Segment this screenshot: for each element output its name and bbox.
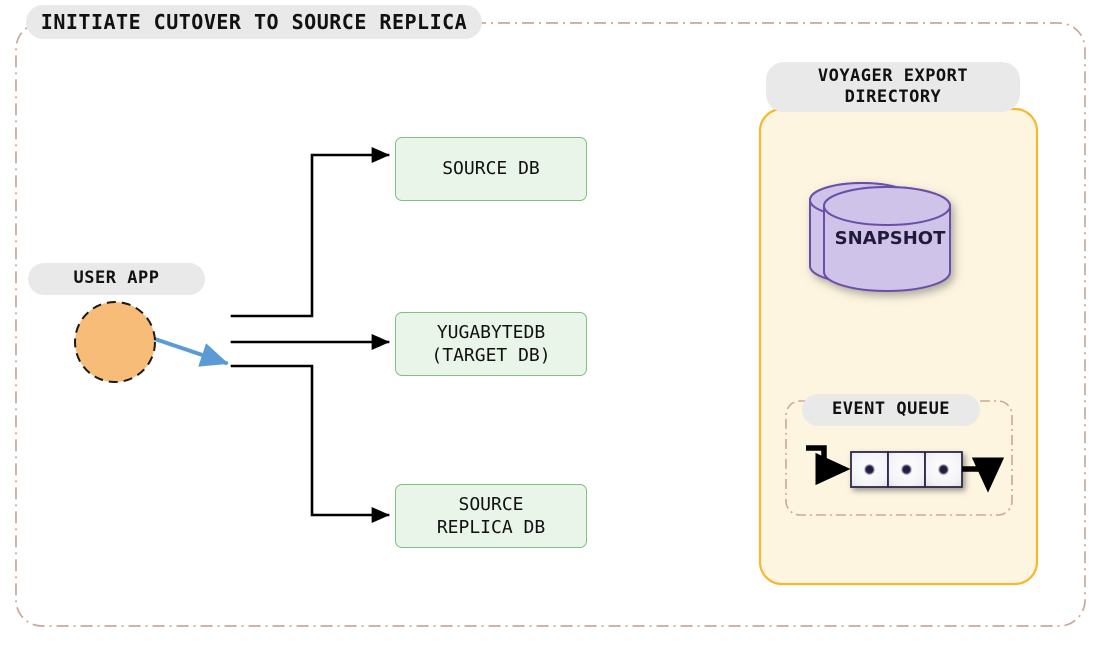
outer-group-title: INITIATE CUTOVER TO SOURCE REPLICA (26, 5, 482, 39)
event-queue-title: EVENT QUEUE (802, 394, 980, 426)
voyager-export-directory-title: VOYAGER EXPORT DIRECTORY (766, 62, 1020, 112)
event-queue-out-arrow (962, 457, 1005, 493)
outer-group-border (15, 22, 1086, 627)
snapshot-cylinder (809, 182, 951, 292)
target-db-node[interactable]: YUGABYTEDB (TARGET DB) (395, 312, 587, 376)
connector-bus-group (230, 146, 390, 524)
user-app-label: USER APP (28, 263, 205, 295)
arrow-to-source-replica-db (230, 364, 390, 524)
event-queue-in-arrow (806, 445, 851, 486)
source-db-node[interactable]: SOURCE DB (395, 137, 587, 201)
event-queue-dots (864, 464, 949, 475)
event-queue-border (785, 400, 1013, 516)
source-replica-db-node[interactable]: SOURCE REPLICA DB (395, 484, 587, 548)
arrow-to-source-db (230, 146, 390, 318)
user-app-to-target-arrow (153, 337, 229, 367)
user-app-circle (74, 301, 156, 383)
voyager-export-directory-panel (758, 107, 1039, 586)
